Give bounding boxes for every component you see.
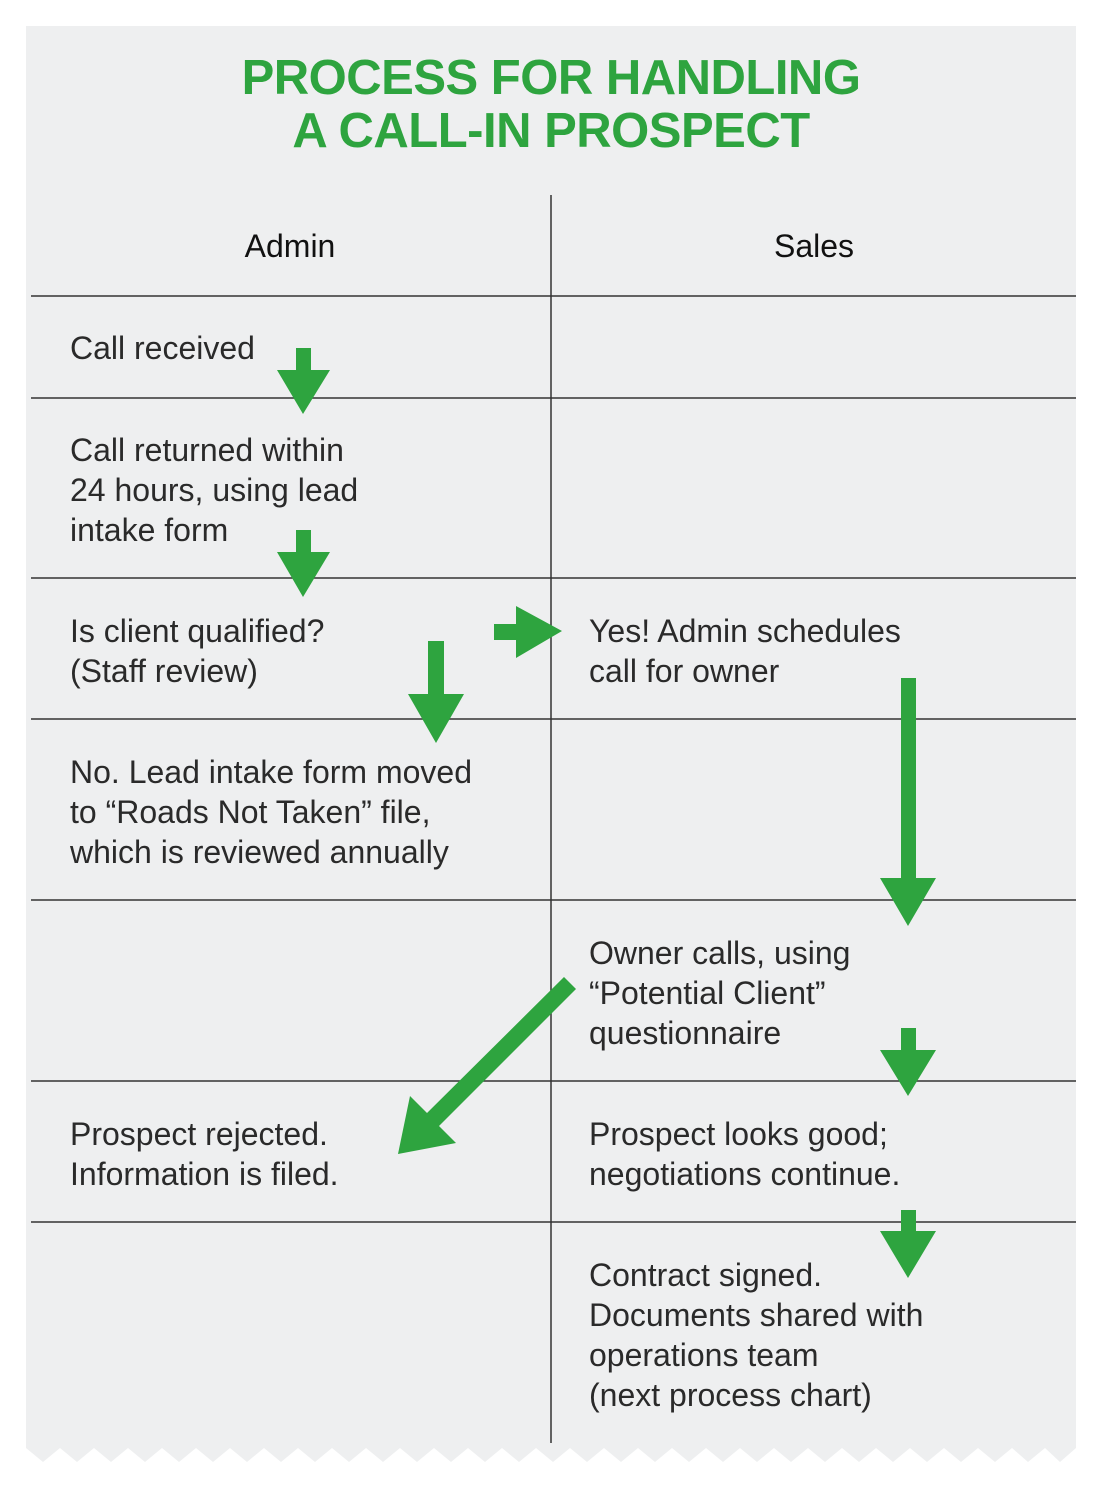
step-contract-signed: Contract signed. Documents shared with o… bbox=[589, 1255, 923, 1415]
arrow-down-icon bbox=[880, 678, 936, 926]
arrow-down-icon bbox=[277, 530, 330, 597]
step-line: Information is filed. bbox=[70, 1156, 339, 1192]
step-line: Owner calls, using bbox=[589, 935, 851, 971]
arrow-down-icon bbox=[408, 641, 464, 743]
step-line: Prospect rejected. bbox=[70, 1116, 328, 1152]
step-yes-admin-schedules: Yes! Admin schedules call for owner bbox=[589, 611, 901, 691]
step-prospect-looks-good: Prospect looks good; negotiations contin… bbox=[589, 1114, 900, 1194]
column-header-admin: Admin bbox=[244, 228, 336, 264]
step-line: operations team bbox=[589, 1337, 819, 1373]
step-prospect-rejected: Prospect rejected. Information is filed. bbox=[70, 1114, 339, 1194]
step-line: (next process chart) bbox=[589, 1377, 872, 1413]
step-line: negotiations continue. bbox=[589, 1156, 901, 1192]
step-line: which is reviewed annually bbox=[70, 834, 449, 870]
step-line: “Potential Client” bbox=[589, 975, 826, 1011]
step-line: Is client qualified? bbox=[70, 613, 325, 649]
arrow-diagonal-down-left-icon bbox=[398, 977, 576, 1154]
step-line: to “Roads Not Taken” file, bbox=[70, 794, 431, 830]
step-owner-calls: Owner calls, using “Potential Client” qu… bbox=[589, 933, 850, 1053]
step-line: No. Lead intake form moved bbox=[70, 754, 472, 790]
step-line: questionnaire bbox=[589, 1015, 782, 1051]
step-line: Prospect looks good; bbox=[589, 1116, 888, 1152]
step-line: Yes! Admin schedules bbox=[589, 613, 901, 649]
step-line: Call received bbox=[70, 330, 255, 366]
step-no-lead-form-moved: No. Lead intake form moved to “Roads Not… bbox=[70, 752, 472, 872]
column-header-sales: Sales bbox=[773, 228, 855, 264]
page-title-line-2: A CALL-IN PROSPECT bbox=[292, 104, 810, 158]
step-line: intake form bbox=[70, 512, 229, 548]
step-line: Documents shared with bbox=[589, 1297, 924, 1333]
step-line: call for owner bbox=[589, 653, 780, 689]
step-line: 24 hours, using lead bbox=[70, 472, 359, 508]
arrow-down-icon bbox=[880, 1210, 936, 1278]
step-line: (Staff review) bbox=[70, 653, 258, 689]
step-line: Contract signed. bbox=[589, 1257, 823, 1293]
arrow-down-icon bbox=[277, 348, 330, 414]
page-title-line-1: PROCESS FOR HANDLING bbox=[241, 51, 861, 105]
step-is-client-qualified: Is client qualified? (Staff review) bbox=[70, 611, 324, 691]
step-call-returned: Call returned within 24 hours, using lea… bbox=[70, 430, 358, 550]
step-call-received: Call received bbox=[70, 328, 255, 368]
arrow-right-icon bbox=[494, 606, 562, 658]
step-line: Call returned within bbox=[70, 432, 344, 468]
arrow-down-icon bbox=[880, 1028, 936, 1096]
